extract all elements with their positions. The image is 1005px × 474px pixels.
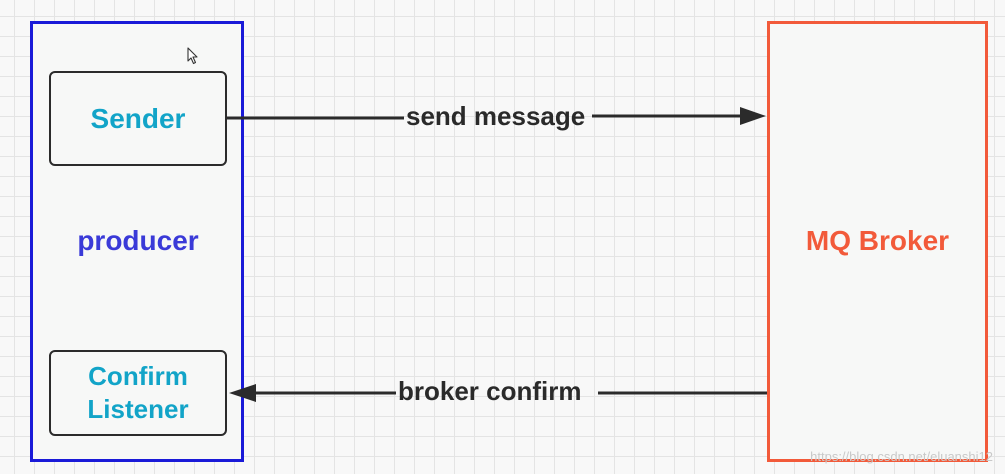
mouse-cursor-icon bbox=[187, 47, 198, 65]
sender-label: Sender bbox=[90, 102, 186, 134]
watermark: https://blog.csdn.net/eluanshi12 bbox=[810, 449, 993, 464]
confirm-arrow-head-icon bbox=[229, 384, 256, 402]
mq-broker-label: MQ Broker bbox=[805, 225, 950, 256]
broker-confirm-arrow[interactable] bbox=[229, 384, 767, 402]
confirm-listener-label-line2: Listener bbox=[87, 394, 189, 424]
mq-broker-box[interactable] bbox=[767, 21, 988, 462]
confirm-listener-box[interactable]: Confirm Listener bbox=[49, 350, 227, 436]
sender-box[interactable]: Sender bbox=[49, 71, 227, 166]
send-message-label: send message bbox=[406, 101, 586, 131]
broker-confirm-label: broker confirm bbox=[398, 376, 582, 406]
confirm-listener-label-line1: Confirm bbox=[88, 361, 188, 391]
send-message-arrow[interactable] bbox=[227, 107, 766, 125]
producer-label: producer bbox=[77, 225, 199, 256]
send-arrow-head-icon bbox=[740, 107, 766, 125]
